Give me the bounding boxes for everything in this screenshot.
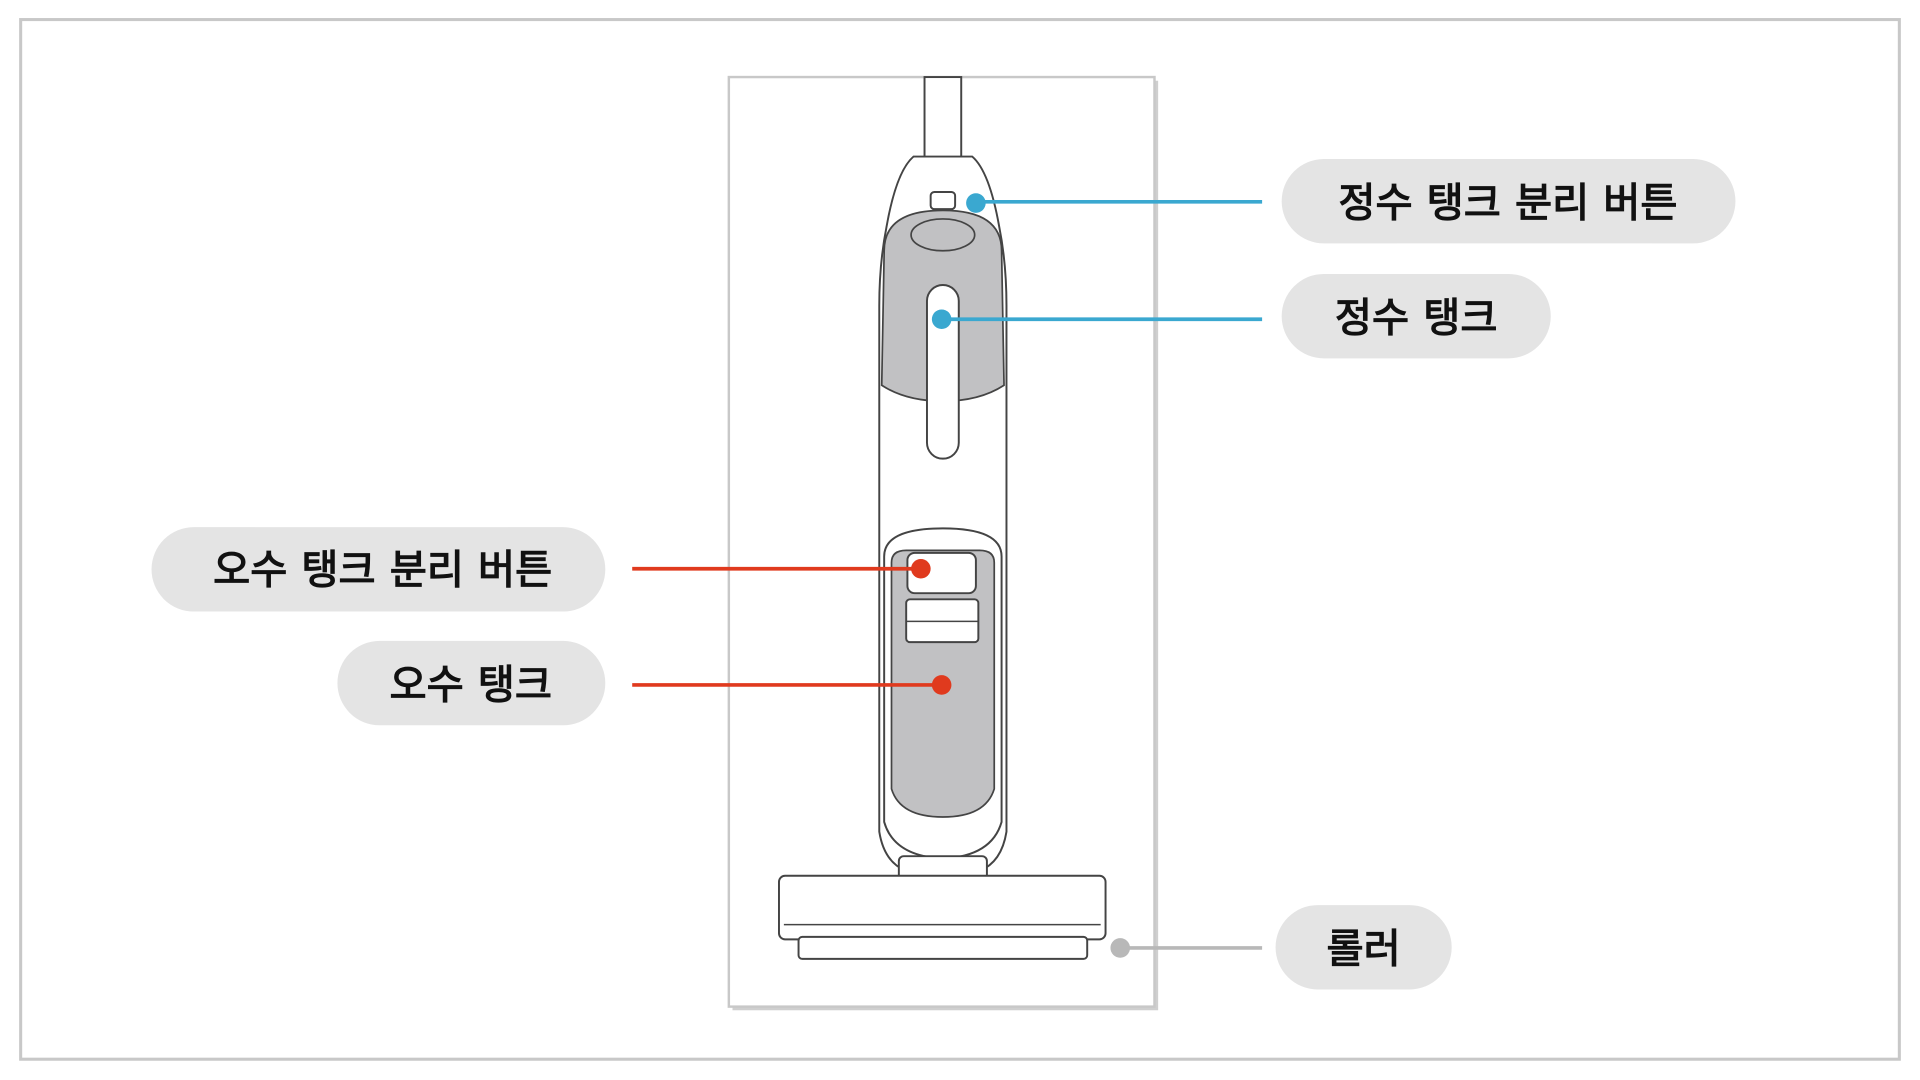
marker-dot <box>931 675 952 695</box>
label-text: 오수 탱크 <box>389 661 552 708</box>
floor-head <box>778 874 1107 941</box>
handle-pole <box>923 76 963 162</box>
water-level-window <box>925 284 960 460</box>
label-dirty-tank-button: 오수 탱크 분리 버튼 <box>151 527 606 612</box>
label-roller: 롤러 <box>1275 905 1452 990</box>
clean-tank-release-button <box>929 191 957 211</box>
clean-tank-cap <box>910 218 976 252</box>
marker-dot <box>911 558 931 579</box>
label-dirty-tank: 오수 탱크 <box>337 640 606 726</box>
marker-dot <box>966 193 986 213</box>
label-text: 정수 탱크 <box>1335 294 1498 341</box>
label-clean-tank: 정수 탱크 <box>1281 273 1551 359</box>
marker-dot <box>1110 938 1131 958</box>
label-text: 오수 탱크 분리 버튼 <box>213 546 552 593</box>
marker-dot <box>931 309 952 330</box>
label-text: 롤러 <box>1326 926 1400 973</box>
label-clean-tank-button: 정수 탱크 분리 버튼 <box>1281 159 1736 244</box>
label-text: 정수 탱크 분리 버튼 <box>1338 179 1677 226</box>
roller <box>797 935 1089 960</box>
